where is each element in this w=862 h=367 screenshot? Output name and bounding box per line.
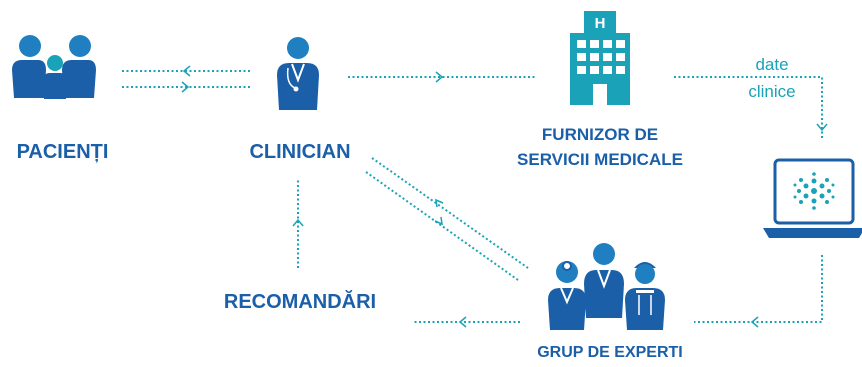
- expert-group-label: GRUP DE EXPERTI: [537, 344, 683, 361]
- clinician-label: CLINICIAN: [249, 141, 351, 163]
- connector-clinician-to-experts: [371, 157, 529, 269]
- family-icon: [12, 35, 96, 99]
- arrow-right-icon: [435, 71, 444, 83]
- arrow-left-icon: [458, 316, 467, 328]
- patients-label: PACIENȚI: [16, 141, 109, 163]
- hospital-icon: H: [570, 11, 630, 105]
- arrow-down-right-icon: [434, 216, 443, 226]
- recommendations-label: RECOMANDĂRI: [223, 291, 377, 313]
- medical-team-icon: [548, 243, 665, 330]
- arrow-up-left-icon: [435, 198, 444, 208]
- connector-experts-to-clinician: [365, 171, 519, 281]
- doctor-icon: [277, 37, 319, 110]
- clinical-data-line1: date: [755, 55, 789, 74]
- arrow-left-icon: [182, 65, 191, 77]
- clinical-data-label: date clinice: [722, 54, 822, 103]
- provider-label: FURNIZOR DE SERVICII MEDICALE: [510, 124, 690, 171]
- arrow-down-icon: [816, 123, 828, 132]
- platform-logo-icon: [793, 172, 835, 210]
- provider-label-line1: FURNIZOR DE: [541, 125, 659, 144]
- provider-label-line2: SERVICII MEDICALE: [517, 150, 683, 170]
- clinical-data-line2: clinice: [748, 82, 796, 102]
- connector-provider-to-platform: [674, 76, 823, 140]
- arrow-right-icon: [181, 81, 190, 93]
- laptop-icon: [763, 158, 862, 238]
- arrow-left-icon: [750, 316, 759, 328]
- connector-platform-to-experts: [694, 255, 823, 323]
- hospital-letter: H: [595, 15, 606, 32]
- arrow-up-icon: [292, 218, 304, 227]
